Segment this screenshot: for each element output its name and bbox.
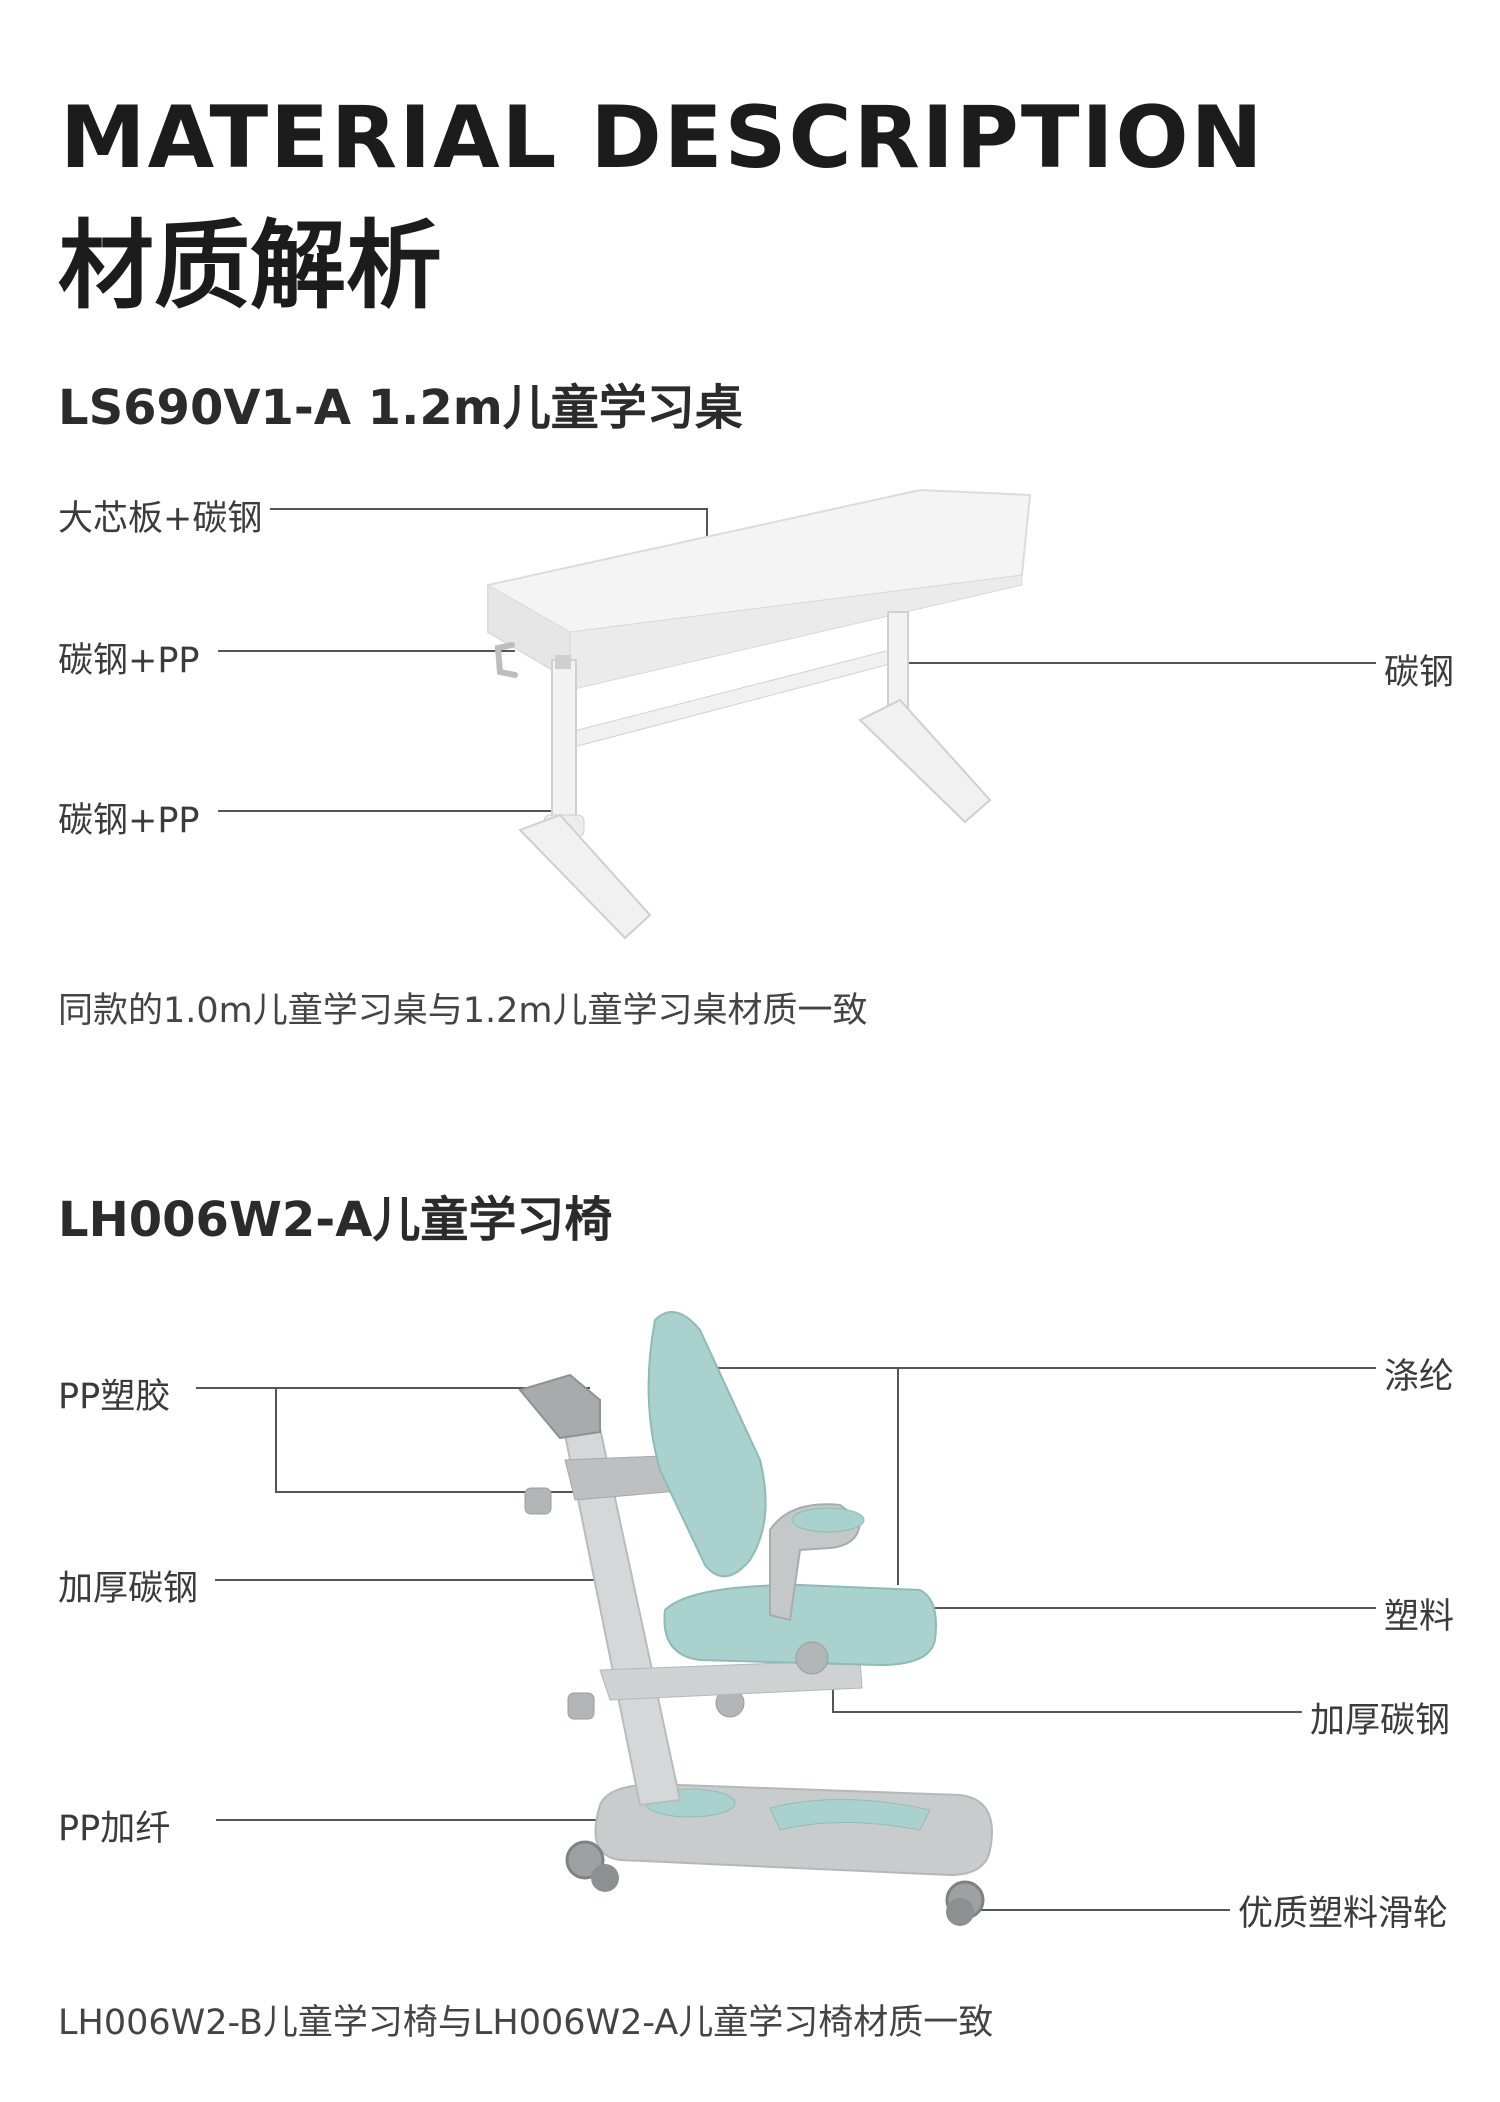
chair-label-pp-fiber: PP加纤	[58, 1809, 171, 1849]
chair-label-thick-steel-right: 加厚碳钢	[1310, 1701, 1451, 1741]
desk-label-base: 碳钢+PP	[58, 801, 200, 841]
page-title-english: MATERIAL DESCRIPTION	[60, 88, 1265, 188]
chair-label-casters: 优质塑料滑轮	[1238, 1894, 1449, 1934]
chair-label-polyester: 涤纶	[1384, 1357, 1455, 1397]
chair-drawing	[518, 1311, 993, 1926]
desk-section-title: LS690V1-A 1.2m儿童学习桌	[58, 380, 743, 436]
desk-label-crank: 碳钢+PP	[58, 641, 200, 681]
chair-label-plastic: 塑料	[1384, 1597, 1455, 1637]
chair-label-pp-plastic: PP塑胶	[58, 1377, 171, 1417]
desk-drawing	[487, 488, 1032, 940]
desk-label-right: 碳钢	[1384, 653, 1455, 693]
chair-label-thick-steel-left: 加厚碳钢	[58, 1569, 199, 1609]
chair-material-note: LH006W2-B儿童学习椅与LH006W2-A儿童学习椅材质一致	[58, 2003, 994, 2043]
desk-label-top: 大芯板+碳钢	[58, 499, 263, 539]
page-title-chinese: 材质解析	[58, 210, 442, 322]
chair-section-title: LH006W2-A儿童学习椅	[58, 1192, 613, 1248]
desk-material-note: 同款的1.0m儿童学习桌与1.2m儿童学习桌材质一致	[58, 991, 868, 1031]
